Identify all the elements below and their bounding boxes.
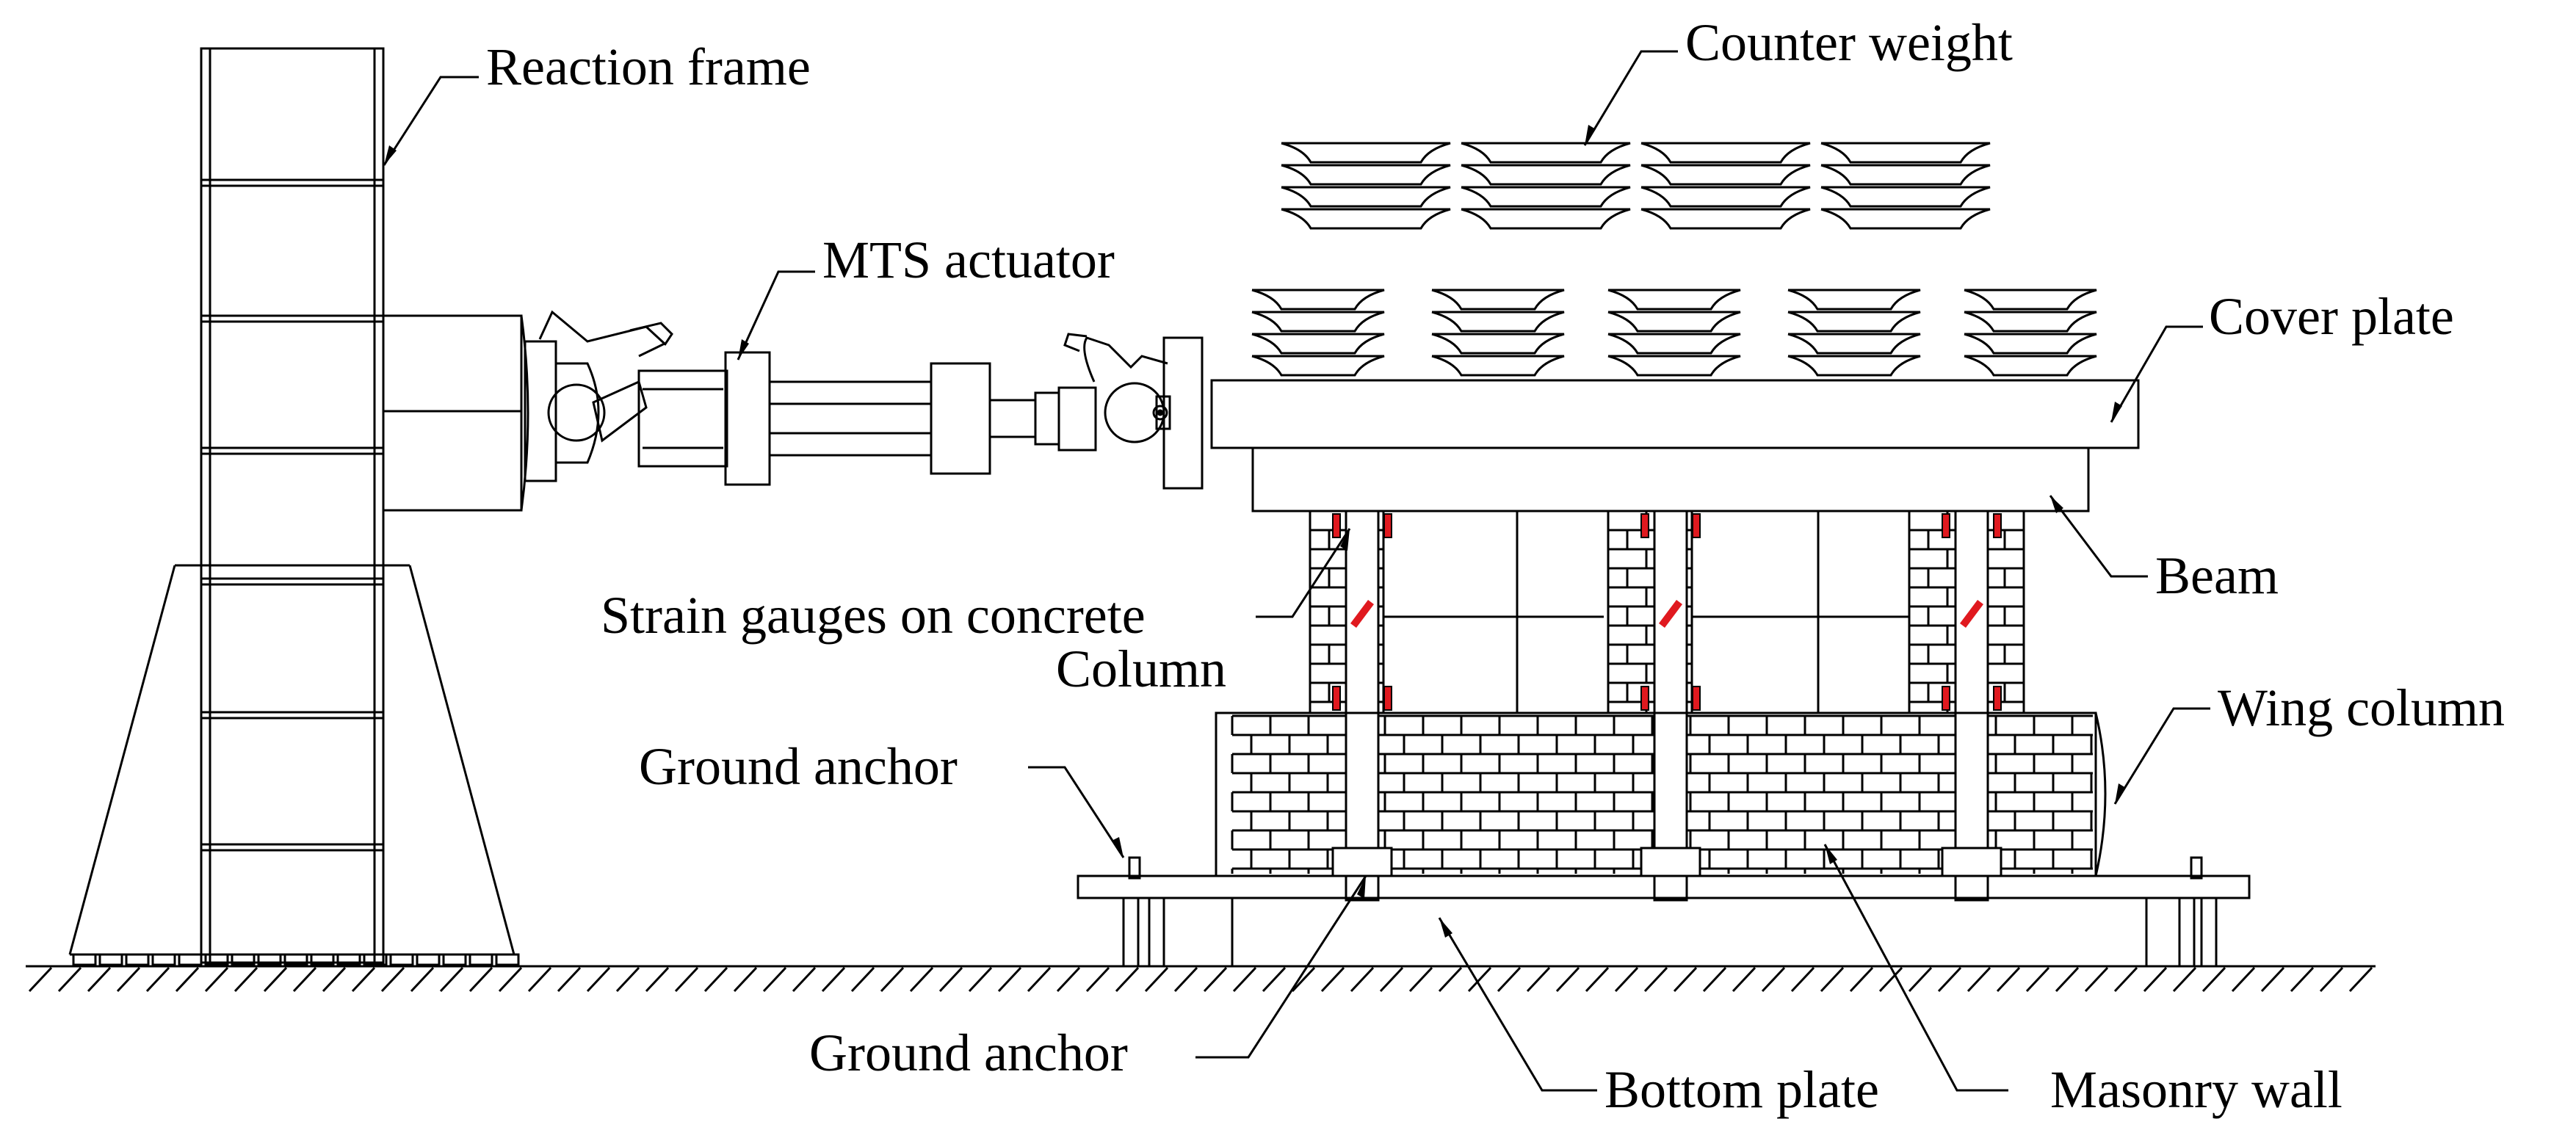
leader-arrowheads xyxy=(384,125,2126,938)
label-ground-anchor-left: Ground anchor xyxy=(639,737,958,796)
ground-line xyxy=(26,965,2376,993)
label-counter-weight: Counter weight xyxy=(1685,13,2013,72)
counter-weight-stack xyxy=(1640,142,1811,230)
label-beam: Beam xyxy=(2155,546,2279,605)
strain-gauge xyxy=(1993,686,2002,711)
column-footing xyxy=(1331,847,1393,877)
label-bottom-plate: Bottom plate xyxy=(1604,1060,1879,1119)
strain-gauge xyxy=(1993,513,2002,538)
strain-gauge xyxy=(1383,513,1392,538)
strain-gauge xyxy=(1942,686,1950,711)
counter-weight-stack xyxy=(1607,289,1741,377)
strain-gauge xyxy=(1332,513,1341,538)
strain-gauge xyxy=(1640,513,1649,538)
counter-weight-stack xyxy=(1281,142,1451,230)
leader-lines xyxy=(383,50,2210,1092)
label-masonry-wall: Masonry wall xyxy=(2050,1060,2342,1119)
reaction-frame xyxy=(68,47,529,966)
counter-weight-stack xyxy=(1820,142,1991,230)
column-core xyxy=(1954,711,1989,854)
strain-gauge xyxy=(1383,686,1392,711)
label-wing-column: Wing column xyxy=(2218,678,2505,737)
strain-gauge xyxy=(1332,686,1341,711)
masonry-wall xyxy=(1215,711,2107,877)
strain-gauge xyxy=(1942,513,1950,538)
strain-gauge xyxy=(1350,600,1374,628)
label-ground-anchor-bottom: Ground anchor xyxy=(809,1024,1128,1082)
cover-plate xyxy=(1210,379,2140,449)
strain-gauge xyxy=(1692,686,1701,711)
column-core xyxy=(1345,711,1380,854)
bottom-plate xyxy=(1077,874,2251,968)
counter-weight-stack xyxy=(1461,142,1631,230)
counter-weight-stack xyxy=(1431,289,1565,377)
strain-gauge xyxy=(1659,600,1682,628)
label-strain-gauges: Strain gauges on concrete xyxy=(601,586,1146,645)
strain-gauge xyxy=(1960,600,1983,628)
column-footing xyxy=(1941,847,2002,877)
counter-weight-stack xyxy=(1787,289,1921,377)
column-footing xyxy=(1640,847,1701,877)
strain-gauge xyxy=(1692,513,1701,538)
labels: Reaction frame MTS actuator Counter weig… xyxy=(486,13,2505,1119)
ground-anchors xyxy=(1122,856,2218,968)
label-cover-plate: Cover plate xyxy=(2209,287,2454,346)
mts-actuator xyxy=(524,310,1204,490)
label-mts-actuator: MTS actuator xyxy=(822,231,1115,289)
label-column: Column xyxy=(1056,640,1226,698)
counter-weight-stack xyxy=(1251,289,1385,377)
strain-gauge xyxy=(1640,686,1649,711)
column-core xyxy=(1653,711,1688,854)
label-reaction-frame: Reaction frame xyxy=(486,37,811,96)
beam xyxy=(1251,446,2090,512)
counter-weight-stack xyxy=(1964,289,2097,377)
counter-weights xyxy=(1251,142,2097,377)
